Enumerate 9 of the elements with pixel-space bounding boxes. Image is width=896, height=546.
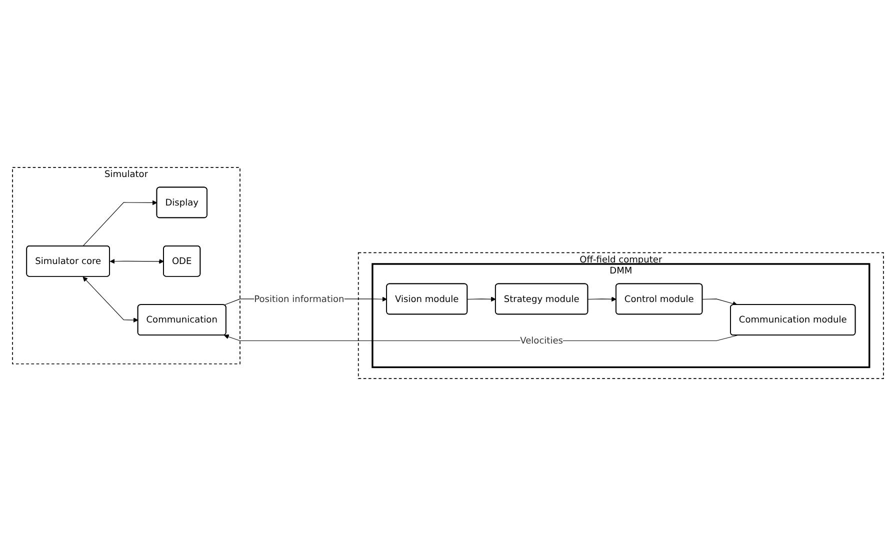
arrow <box>702 298 738 306</box>
arrow <box>82 276 138 323</box>
edge-label: Position information <box>254 293 344 304</box>
edge-label: Velocities <box>520 335 563 346</box>
arrow <box>467 296 496 302</box>
arrow <box>110 258 164 264</box>
arrow <box>224 334 738 341</box>
arrow <box>588 296 616 302</box>
arrow <box>82 200 158 246</box>
